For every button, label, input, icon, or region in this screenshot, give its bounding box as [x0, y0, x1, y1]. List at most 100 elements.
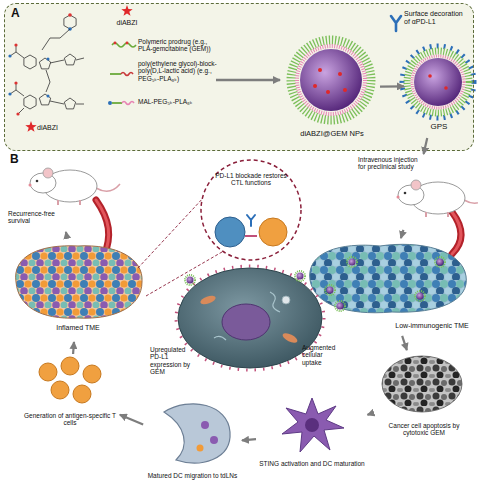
drug-dot: [428, 74, 432, 78]
cell-np: [295, 271, 305, 281]
morpholine-ring: [64, 15, 76, 29]
pla-shell: [297, 46, 365, 114]
assembly-arrow: [216, 79, 280, 81]
t-cell: [39, 363, 57, 381]
mouse-left: [29, 168, 121, 205]
blood-vessel: [452, 212, 461, 254]
component-label: poly(ethylene glycol)-block-poly(D,L-lac…: [138, 60, 218, 82]
nitrogen-atom: [8, 92, 11, 95]
edge-label: Surface decoration of αPD-L1: [404, 10, 470, 26]
flow-arrow: [401, 230, 403, 238]
oxygen-atom: [14, 81, 17, 84]
cell-np: [335, 301, 345, 311]
cell-membrane: [178, 268, 322, 368]
component-label: diABZI: [107, 19, 147, 27]
cancer-cell: Upregulated PD-L1 expression by GEMAugme…: [150, 262, 340, 384]
antibody-icon: [391, 16, 401, 31]
peg-block: [112, 102, 122, 104]
node-caption: Intravenous injection for preclinical st…: [358, 156, 424, 171]
linker-bond: [46, 70, 50, 92]
nitrogen-atom: [8, 54, 11, 57]
component-label: MAL-PEG₅ₖ-PLA₈ₖ: [138, 98, 218, 105]
nanoparticle: diABZI@GEM NPs: [286, 29, 378, 145]
endosome: [282, 296, 290, 304]
dendritic-cell: STING activation and DC maturation: [258, 388, 366, 480]
dendritic-cell-body: [282, 398, 344, 452]
peg-corona: [407, 51, 469, 113]
node-caption: diABZI@GEM NPs: [286, 130, 378, 139]
panel: BIntravenous injection for preclinical s…: [4, 152, 474, 498]
mitochondrion: [199, 294, 216, 306]
nitrogen-atom: [47, 58, 50, 61]
cancer-cell-icon: [215, 217, 245, 247]
panel-letter: A: [11, 7, 25, 21]
cell-np: [325, 285, 335, 295]
lymph-node: Matured DC migration to tdLNs: [145, 400, 240, 490]
tumor: Low-immunogenic TME: [300, 240, 472, 334]
benzene-ring: [24, 55, 36, 69]
drug-dot: [318, 68, 322, 72]
drug-dot: [326, 90, 330, 94]
oxygen-atom: [68, 13, 72, 17]
drug-dot: [313, 84, 317, 88]
dc-nucleus: [305, 418, 319, 432]
pla-block: [122, 102, 134, 105]
t-cell: [83, 365, 101, 383]
flow-arrow: [424, 138, 428, 154]
node-caption: GPS: [406, 122, 472, 131]
flow-arrow: [120, 415, 143, 425]
maleimide-end: [108, 101, 112, 105]
pyrazole-ring: [64, 54, 75, 65]
flow-arrow: [72, 342, 75, 354]
cell-np: [185, 275, 195, 285]
np-core: [300, 49, 362, 111]
gem-dot: [126, 42, 129, 45]
mouse-right: [397, 180, 478, 217]
drug-dot: [338, 72, 342, 76]
diabzi-star: [121, 5, 132, 16]
node-caption: Generation of antigen-specific T cells: [22, 412, 118, 427]
lymph-t-cell: [197, 445, 204, 452]
component-label: Polymeric prodrug (e.g., PLA-gemcitabine…: [138, 38, 216, 53]
tumor-np: [415, 291, 425, 301]
nucleus: [222, 304, 270, 340]
node-caption: STING activation and DC maturation: [258, 460, 366, 467]
panel-frame: AdiABZI diABZI@GEM NPs GPS: [4, 3, 474, 151]
lymph-dc: [210, 436, 218, 444]
t-cell: [73, 385, 91, 403]
reticulum: [214, 292, 280, 340]
node-caption: Low-immunogenic TME: [392, 322, 472, 330]
oxygen-atom: [16, 112, 19, 115]
peg-corona: [291, 40, 371, 120]
node-caption: Cancer cell apoptosis by cytotoxic GEM: [376, 422, 472, 437]
bond: [42, 29, 70, 50]
mouse: Intravenous injection for preclinical st…: [358, 156, 472, 228]
drug-dot: [343, 88, 347, 92]
tumor-np: [347, 257, 357, 267]
node-caption: Matured DC migration to tdLNs: [145, 472, 240, 479]
peg-block: [110, 73, 121, 75]
panel-background: [4, 3, 474, 151]
bond: [10, 45, 64, 63]
apoptotic-cells: Cancer cell apoptosis by cytotoxic GEM: [372, 352, 472, 440]
imidazole-ring: [39, 58, 50, 69]
flow-arrow: [402, 336, 407, 350]
lymph-node-shape: [164, 404, 230, 463]
diabzi-star: [25, 121, 36, 132]
node-caption: diABZI: [37, 124, 87, 132]
pd-l1-bond: [245, 235, 257, 237]
mouse: Recurrence-free survival: [8, 158, 108, 230]
flow-arrow: [66, 232, 67, 238]
flow-arrow: [368, 414, 371, 415]
flow-arrow: [380, 85, 404, 87]
node-caption: Recurrence-free survival: [8, 210, 58, 225]
blood-vessel-lumen: [452, 212, 461, 254]
molecule-structure: diABZI: [7, 9, 107, 141]
tumor: Inflamed TME: [8, 240, 148, 340]
benzene-ring: [24, 95, 36, 109]
pla-block: [121, 73, 133, 76]
pd-l1-receptors: [176, 266, 324, 370]
